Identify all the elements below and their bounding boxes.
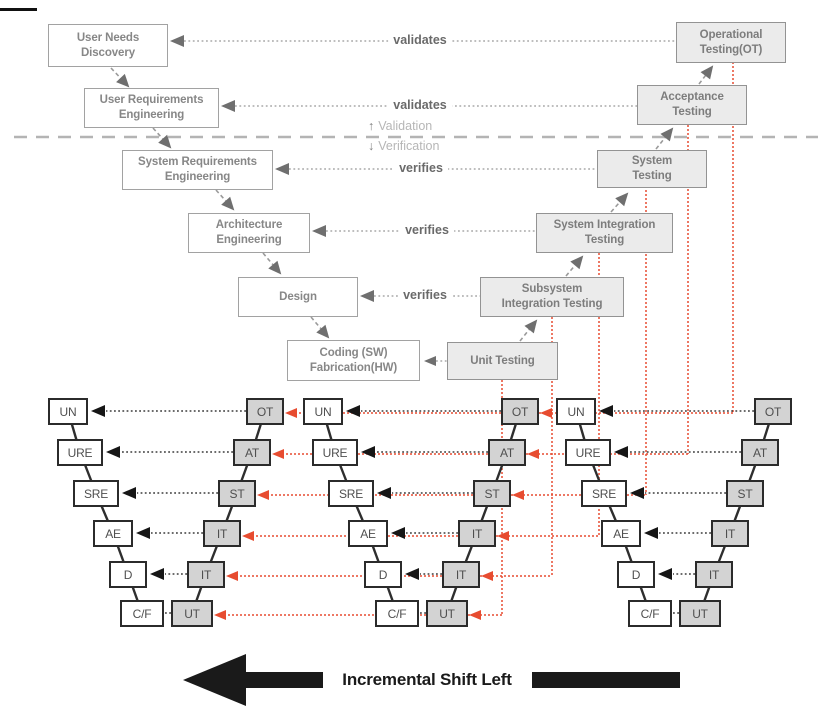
v3-box-at: AT <box>741 439 779 466</box>
v2-box-ae: AE <box>348 520 388 547</box>
left-chain-arrows <box>110 67 330 339</box>
box-user-needs-discovery: User Needs Discovery <box>48 24 168 67</box>
box-design: Design <box>238 277 358 317</box>
v2-box-it2: IT <box>442 561 480 588</box>
v1-box-cf: C/F <box>120 600 164 627</box>
relation-arrowheads <box>170 35 436 366</box>
v1-box-it1: IT <box>203 520 241 547</box>
box-system-requirements-engineering: System Requirements Engineering <box>122 150 273 190</box>
v1-box-ure: URE <box>57 439 103 466</box>
up-arrow-icon: ↑ <box>368 119 375 133</box>
mini-v-diagonals <box>66 410 775 614</box>
v2-box-st: ST <box>473 480 511 507</box>
label-validates-1: validates <box>388 32 452 49</box>
validation-label: ↑ Validation <box>368 119 433 133</box>
v2-box-at: AT <box>488 439 526 466</box>
label-validates-2: validates <box>388 97 452 114</box>
box-user-requirements-engineering: User Requirements Engineering <box>84 88 219 128</box>
box-acceptance-testing: Acceptance Testing <box>637 85 747 125</box>
v1-box-at: AT <box>233 439 271 466</box>
right-chain-arrows <box>519 65 714 342</box>
label-verifies-2: verifies <box>400 222 454 239</box>
v1-box-un: UN <box>48 398 88 425</box>
box-operational-testing: Operational Testing(OT) <box>676 22 786 63</box>
v3-box-ot: OT <box>754 398 792 425</box>
box-coding-fabrication: Coding (SW) Fabrication(HW) <box>287 340 420 381</box>
v3-box-sre: SRE <box>581 480 627 507</box>
v3-box-it2: IT <box>695 561 733 588</box>
v3-box-un: UN <box>556 398 596 425</box>
box-system-integration-testing: System Integration Testing <box>536 213 673 253</box>
v3-box-d: D <box>617 561 655 588</box>
v2-box-un: UN <box>303 398 343 425</box>
box-subsystem-integration-testing: Subsystem Integration Testing <box>480 277 624 317</box>
label-verifies-3: verifies <box>398 287 452 304</box>
box-architecture-engineering: Architecture Engineering <box>188 213 310 253</box>
incremental-shift-left-label: Incremental Shift Left <box>342 670 512 689</box>
box-unit-testing: Unit Testing <box>447 342 558 380</box>
v2-box-sre: SRE <box>328 480 374 507</box>
v3-box-ae: AE <box>601 520 641 547</box>
v3-box-st: ST <box>726 480 764 507</box>
label-verifies-1: verifies <box>394 160 448 177</box>
mini-v-dotted-lines <box>106 410 754 614</box>
v1-box-ae: AE <box>93 520 133 547</box>
box-system-testing: System Testing <box>597 150 707 188</box>
v2-box-ut: UT <box>426 600 468 627</box>
v2-box-ot: OT <box>501 398 539 425</box>
v1-box-st: ST <box>218 480 256 507</box>
v1-box-sre: SRE <box>73 480 119 507</box>
v3-box-ut: UT <box>679 600 721 627</box>
shift-left-arrow <box>183 654 680 706</box>
down-arrow-icon: ↓ <box>368 139 375 153</box>
v2-box-it1: IT <box>458 520 496 547</box>
v1-box-it2: IT <box>187 561 225 588</box>
v1-box-ut: UT <box>171 600 213 627</box>
v1-box-d: D <box>109 561 147 588</box>
mini-v-arrowheads <box>91 405 672 580</box>
v3-box-ure: URE <box>565 439 611 466</box>
v3-box-it1: IT <box>711 520 749 547</box>
v2-box-d: D <box>364 561 402 588</box>
red-arrowheads <box>214 408 552 620</box>
v2-box-ure: URE <box>312 439 358 466</box>
v2-box-cf: C/F <box>375 600 419 627</box>
v3-box-cf: C/F <box>628 600 672 627</box>
v1-box-ot: OT <box>246 398 284 425</box>
verification-label: ↓ Verification <box>368 139 440 153</box>
